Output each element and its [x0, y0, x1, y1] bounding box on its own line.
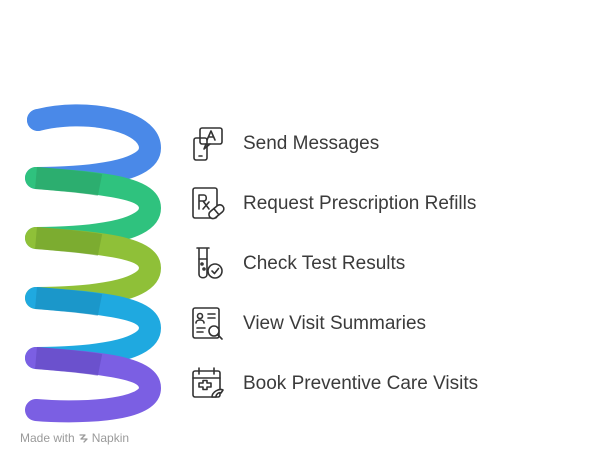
- item-label: Request Prescription Refills: [243, 193, 477, 214]
- napkin-brand-label: Napkin: [91, 431, 130, 445]
- footer: Made with Napkin: [20, 431, 129, 445]
- item-check-test-results: Check Test Results: [188, 244, 405, 284]
- napkin-brand[interactable]: Napkin: [79, 431, 129, 445]
- prescription-pill-icon: [188, 184, 228, 224]
- item-book-preventive-care-visits: Book Preventive Care Visits: [188, 364, 478, 404]
- item-send-messages: Send Messages: [188, 124, 379, 164]
- item-view-visit-summaries: View Visit Summaries: [188, 304, 426, 344]
- chat-phone-icon: [188, 124, 228, 164]
- item-request-prescription-refills: Request Prescription Refills: [188, 184, 476, 224]
- item-label: View Visit Summaries: [243, 313, 427, 334]
- made-with-text: Made with: [20, 431, 75, 445]
- napkin-logo-icon: [79, 434, 88, 443]
- calendar-medical-icon: [188, 364, 228, 404]
- test-tube-check-icon: [188, 244, 228, 284]
- item-label: Book Preventive Care Visits: [243, 373, 479, 394]
- item-label: Check Test Results: [243, 253, 406, 274]
- item-label: Send Messages: [243, 133, 380, 154]
- document-search-icon: [188, 304, 228, 344]
